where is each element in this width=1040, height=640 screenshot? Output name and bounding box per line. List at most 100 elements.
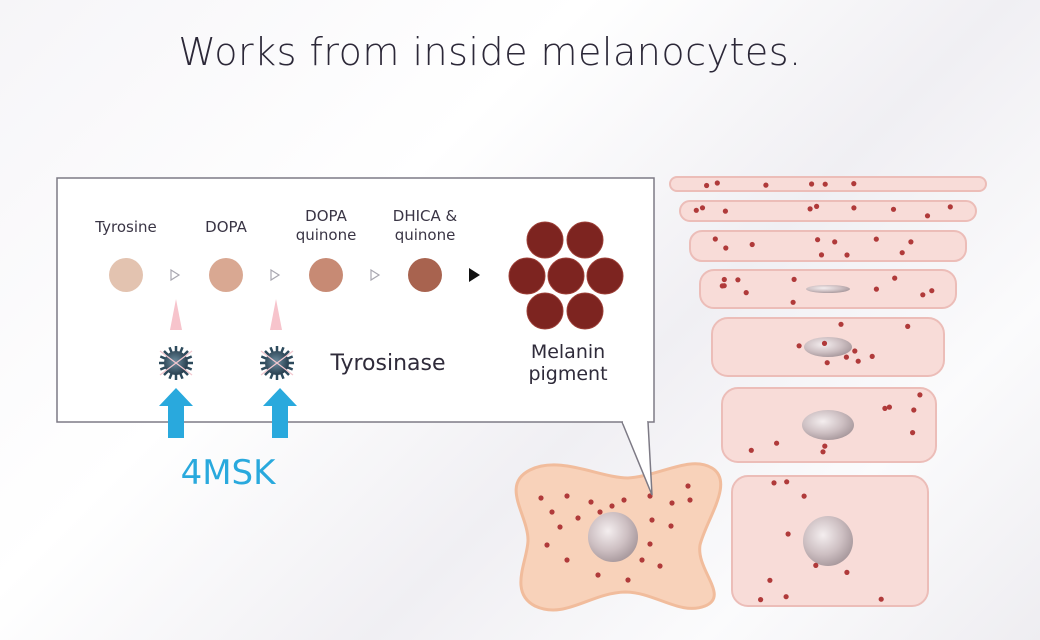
skin-layer (689, 230, 967, 262)
pigment-dot (838, 321, 844, 327)
pigment-dot (882, 405, 888, 411)
enzyme-action-wedge (270, 299, 282, 330)
step-label-dhica-2: quinone (395, 226, 456, 244)
pigment-dot (910, 430, 916, 436)
pigment-dot (714, 180, 720, 186)
inhibitor-arrow-icon (159, 388, 193, 438)
pigment-dot (749, 241, 755, 248)
pigment-dot (844, 252, 850, 258)
pigment-dot (929, 288, 935, 294)
pigment-dot (822, 181, 828, 187)
pigment-dot (639, 557, 645, 563)
pigment-dot (564, 493, 570, 499)
pigment-dot (668, 523, 674, 529)
page-title: Works from inside melanocytes. (178, 30, 802, 74)
skin-layer-stack (669, 176, 987, 607)
melanin-label-1: Melanin (531, 341, 605, 363)
pigment-dot (890, 206, 897, 212)
pigment-dot (869, 353, 875, 359)
pigment-dot (821, 340, 828, 346)
skin-layer (679, 200, 977, 222)
pigment-dot (767, 577, 773, 583)
pigment-dot (721, 276, 727, 283)
pigment-dot (820, 449, 826, 455)
pigment-dot (824, 360, 830, 366)
pigment-dot (920, 292, 926, 298)
pigment-dot (822, 443, 828, 449)
pigment-dot (886, 404, 893, 410)
pigment-dot (538, 495, 544, 501)
pigment-dot (723, 245, 729, 251)
pigment-dot (783, 594, 789, 600)
pigment-dot (557, 524, 563, 530)
pigment-dot (722, 208, 729, 214)
molecule-tyrosine (109, 258, 143, 292)
pigment-dot (809, 181, 815, 187)
pigment-dot (791, 276, 797, 282)
pigment-dot (699, 205, 706, 211)
pigment-dot (649, 517, 655, 523)
skin-layer (721, 387, 937, 463)
melanin-cluster (508, 221, 624, 330)
pigment-dot (813, 562, 819, 569)
pigment-dot (785, 531, 791, 537)
pigment-dot (807, 206, 813, 212)
pigment-dot (549, 509, 555, 515)
molecule-dopa (209, 258, 243, 292)
skin-layer (669, 176, 987, 192)
enzyme-label: Tyrosinase (329, 351, 445, 376)
pigment-dot (855, 358, 861, 364)
pigment-dot (763, 182, 769, 188)
skin-layer (731, 475, 929, 607)
pigment-dot (796, 343, 802, 349)
melanocyte-cell (514, 462, 723, 612)
pigment-dot (818, 252, 825, 258)
pigment-dot (575, 515, 581, 521)
cell-pigment-dots (538, 483, 693, 583)
inhibitor-label: 4MSK (181, 453, 278, 493)
arrow-icon (270, 268, 281, 282)
pigment-dot (609, 503, 615, 509)
pigment-dot (621, 497, 627, 503)
pigment-dot (851, 205, 857, 211)
pigment-dot (852, 348, 858, 354)
pigment-dot (873, 286, 880, 292)
molecule-dopa-quinone (309, 258, 343, 292)
pigment-dot (735, 277, 741, 283)
pigment-dot (647, 541, 653, 547)
pigment-dot (771, 480, 777, 486)
pigment-dot (832, 239, 838, 245)
skin-layer (711, 317, 945, 377)
pigment-dot (899, 250, 905, 256)
pigment-dot (844, 569, 850, 576)
pigment-dot (595, 572, 601, 578)
pigment-dot (843, 354, 850, 360)
pigment-dot (657, 563, 663, 569)
tyrosinase-enzyme-icon (260, 346, 294, 380)
pigment-dot (719, 283, 725, 289)
pigment-dot (851, 181, 857, 187)
molecule-dhica (408, 258, 442, 292)
pigment-dot (947, 204, 953, 210)
pigment-dot (814, 203, 820, 209)
pigment-dot (748, 447, 754, 453)
skin-layer (699, 269, 957, 309)
pigment-dot (685, 483, 691, 489)
pigment-dot (704, 182, 710, 189)
pigment-dot (908, 239, 914, 245)
pigment-dot (564, 557, 570, 563)
pigment-dot (687, 497, 693, 503)
pigment-dot (774, 440, 780, 446)
enzyme-action-wedge (170, 299, 182, 330)
pigment-dot (597, 509, 603, 515)
arrow-icon (469, 268, 480, 282)
pigment-dot (905, 323, 911, 329)
arrow-icon (370, 268, 381, 282)
step-label-dopa-quinone-2: quinone (296, 226, 357, 244)
pigment-dot (712, 236, 718, 242)
pigment-dot (815, 237, 821, 243)
step-label-tyrosine: Tyrosine (94, 218, 156, 236)
pigment-dot (669, 500, 675, 506)
pigment-dot (801, 493, 807, 499)
